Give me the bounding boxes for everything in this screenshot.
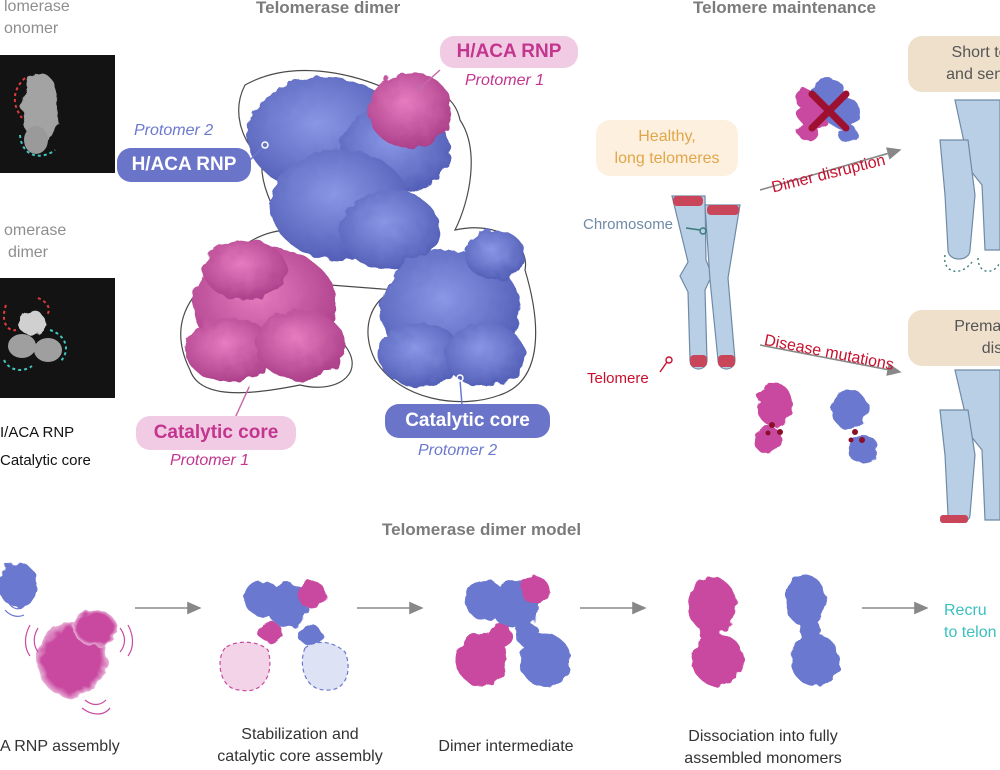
arrow-disruption — [759, 147, 902, 191]
model-step-5-line1: Recru — [944, 602, 987, 619]
model-step-3-label: Dimer intermediate — [420, 736, 592, 758]
model-step-2-art — [219, 580, 349, 692]
healthy-chromosome — [659, 195, 741, 373]
healthy-line1: Healthy, — [638, 128, 696, 145]
premature-box-line1: Prematur — [954, 318, 1000, 335]
dimer-label-line2: dimer — [8, 244, 49, 261]
telomere-label: Telomere — [587, 370, 649, 387]
model-step-2-line1: Stabilization and — [241, 726, 359, 743]
model-step-4-line1: Dissociation into fully — [688, 728, 838, 745]
model-panel-title: Telomerase dimer model — [382, 520, 582, 539]
model-step-4-art — [688, 574, 839, 686]
maintenance-panel-title: Telomere maintenance — [693, 0, 876, 17]
healthy-line2: long telomeres — [614, 150, 720, 167]
hrnp-label-blue: H/ACA RNP — [117, 148, 251, 182]
disrupted-dimer-icon — [794, 78, 860, 143]
model-step-5-line2: to telon — [944, 624, 997, 641]
model-step-2-label: Stabilization and catalytic core assembl… — [214, 724, 386, 768]
chromosome-label: Chromosome — [583, 216, 674, 233]
model-step-4-label: Dissociation into fully assembled monome… — [668, 726, 858, 770]
model-step-2-line2: catalytic core assembly — [217, 748, 383, 765]
model-step-4-line2: assembled monomers — [684, 750, 842, 767]
healthy-box: Healthy, long telomeres — [596, 120, 738, 176]
protomer2-bottom-label: Protomer 2 — [418, 442, 498, 459]
legend-hrnp: I/ACA RNP — [0, 424, 75, 441]
core-label-blue: Catalytic core — [385, 404, 550, 438]
model-step-3-art — [456, 576, 571, 686]
protomer1-top-label: Protomer 1 — [465, 72, 545, 89]
dimer-structure — [180, 69, 537, 419]
model-step-1-label: A RNP assembly — [0, 736, 120, 758]
short-box-line2: and senes — [946, 66, 1000, 83]
micrograph-dimer — [0, 278, 115, 398]
hrnp-label-pink: H/ACA RNP — [440, 36, 578, 68]
micrograph-monomer — [0, 55, 115, 173]
premature-chromosome — [939, 369, 1000, 524]
monomer-label-line1: lomerase — [4, 0, 70, 15]
dimer-label-line1: omerase — [4, 222, 67, 239]
model-step-1-art — [0, 563, 134, 715]
model-step-1-line1: A RNP assembly — [0, 738, 120, 755]
core-label-pink: Catalytic core — [136, 416, 296, 450]
short-telomere-chromosome — [939, 99, 1000, 272]
mutated-monomers-icon — [754, 383, 878, 462]
protomer2-top-label: Protomer 2 — [134, 122, 214, 139]
premature-box: Prematur disea — [908, 310, 1000, 366]
arrow-mutations — [759, 344, 902, 376]
model-step-5-label: Recru to telon — [944, 600, 1000, 644]
premature-box-line2: disea — [981, 340, 1000, 357]
short-box-line1: Short telo — [951, 44, 1000, 61]
protomer1-bottom-label: Protomer 1 — [170, 452, 250, 469]
monomer-label-line2: onomer — [4, 20, 59, 37]
dimer-panel-title: Telomerase dimer — [256, 0, 401, 17]
short-telomere-box: Short telo and senes — [908, 36, 1000, 92]
legend-core: Catalytic core — [0, 452, 91, 469]
model-step-3-line1: Dimer intermediate — [438, 738, 574, 755]
